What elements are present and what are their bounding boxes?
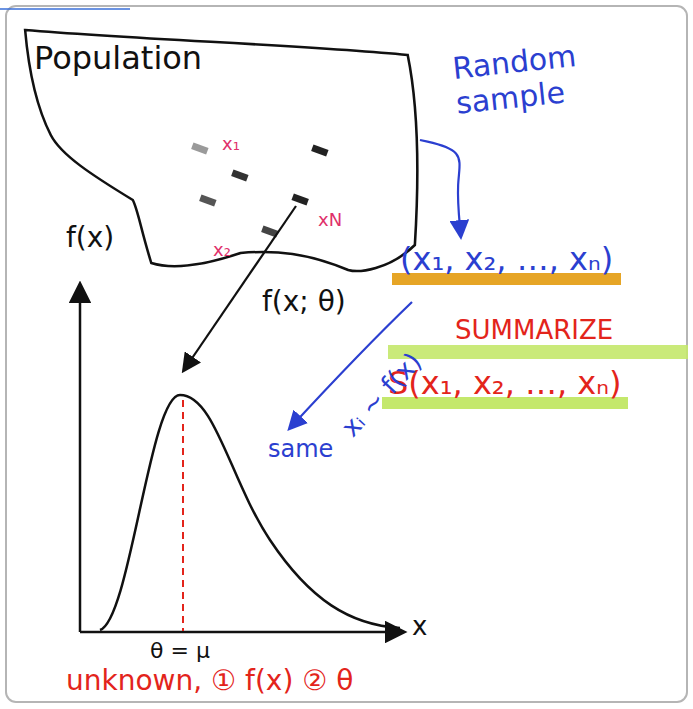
node-text: Population (34, 39, 420, 77)
dot (199, 194, 216, 206)
x-axis (80, 631, 403, 634)
mean-line (182, 400, 184, 631)
axis-label: x (412, 612, 427, 642)
point-label: x₁ (222, 134, 240, 155)
sample-tuple: (x₁, x₂, …, xₙ) (392, 238, 621, 288)
parameter-label: θ = μ (150, 638, 210, 663)
point-label: x₂ (213, 240, 231, 261)
top-rule (0, 8, 130, 10)
highlight-band (388, 345, 688, 359)
sampling-arrow (420, 140, 461, 236)
frame (6, 6, 687, 702)
dot (291, 194, 308, 206)
dot (191, 142, 208, 154)
note: same (268, 436, 333, 464)
unknowns-note: unknown, ① f(x) ② θ (66, 665, 353, 697)
dot (231, 169, 248, 181)
y-axis (79, 285, 82, 632)
step-label: SUMMARIZE (455, 316, 613, 346)
population-dots (191, 142, 328, 237)
point-label: xN (318, 210, 342, 231)
curve-label: f(x; θ) (262, 286, 346, 318)
edge-label: Random sample (449, 36, 609, 121)
dot (311, 144, 328, 156)
axis-label: f(x) (66, 222, 114, 254)
node-text: (x₁, x₂, …, xₙ) (400, 240, 613, 278)
